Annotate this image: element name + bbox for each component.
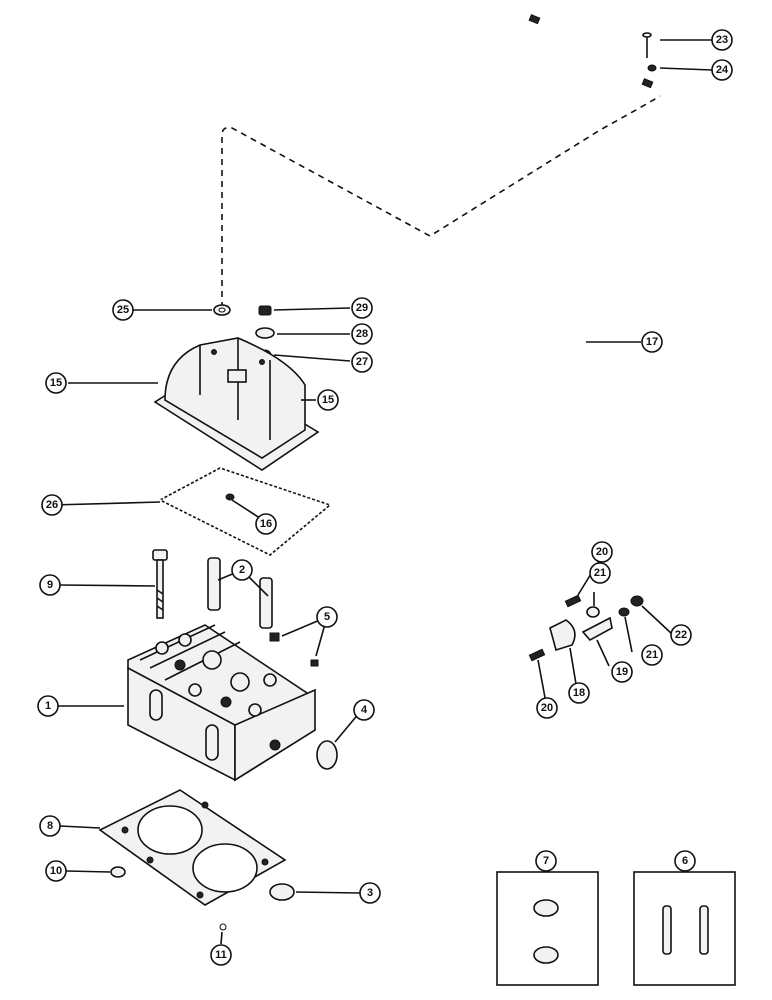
callout-8: 8 — [39, 815, 61, 837]
seal-ring-11 — [219, 923, 227, 931]
svg-text:27: 27 — [356, 356, 368, 368]
callout-21-upper: 21 — [589, 562, 611, 584]
breather-tube — [523, 14, 704, 566]
valve-cover — [153, 337, 320, 471]
svg-text:9: 9 — [47, 579, 53, 591]
screw-20a — [564, 594, 582, 608]
nut-29 — [258, 305, 272, 316]
callout-24: 24 — [711, 59, 733, 81]
sleeve-2b — [259, 577, 273, 629]
svg-text:17: 17 — [646, 336, 658, 348]
leader-lines — [51, 39, 713, 945]
svg-text:28: 28 — [356, 328, 368, 340]
svg-text:15: 15 — [50, 377, 62, 389]
breather-routing-dashed-line — [221, 95, 661, 308]
svg-text:26: 26 — [46, 499, 58, 511]
svg-text:22: 22 — [675, 629, 687, 641]
callout-17: 17 — [641, 331, 663, 353]
callout-15-right: 15 — [317, 389, 339, 411]
callout-6: 6 — [674, 850, 696, 872]
svg-text:21: 21 — [646, 649, 658, 661]
bracket-19 — [581, 616, 613, 642]
callout-10: 10 — [45, 860, 67, 882]
callout-9: 9 — [39, 574, 61, 596]
kit-6-box — [633, 871, 736, 986]
washer-21b — [618, 607, 630, 617]
svg-text:21: 21 — [594, 567, 606, 579]
plug-5a — [269, 632, 280, 642]
plug-4 — [316, 740, 338, 770]
callout-15-left: 15 — [45, 372, 67, 394]
cover-gasket — [157, 466, 333, 557]
callout-2: 2 — [231, 559, 253, 581]
callout-25: 25 — [112, 299, 134, 321]
callout-1: 1 — [37, 695, 59, 717]
seal-ring-3 — [269, 883, 295, 901]
svg-text:25: 25 — [117, 304, 129, 316]
callout-18: 18 — [568, 682, 590, 704]
callout-3: 3 — [359, 882, 381, 904]
svg-text:5: 5 — [324, 611, 330, 623]
callout-16: 16 — [255, 513, 277, 535]
svg-text:23: 23 — [716, 34, 728, 46]
callout-29: 29 — [351, 297, 373, 319]
head-gasket — [98, 789, 287, 906]
svg-text:8: 8 — [47, 820, 53, 832]
callout-20-upper: 20 — [591, 541, 613, 563]
svg-text:20: 20 — [596, 546, 608, 558]
callout-19: 19 — [611, 661, 633, 683]
callout-4: 4 — [353, 699, 375, 721]
svg-text:19: 19 — [616, 666, 628, 678]
svg-text:4: 4 — [361, 704, 368, 716]
screw-23 — [642, 32, 652, 58]
svg-text:20: 20 — [541, 702, 553, 714]
callout-21-lower: 21 — [641, 644, 663, 666]
svg-text:1: 1 — [45, 700, 51, 712]
callout-20-lower: 20 — [536, 697, 558, 719]
callout-27: 27 — [351, 351, 373, 373]
head-bolt — [152, 549, 168, 619]
svg-text:7: 7 — [543, 855, 549, 867]
callout-23: 23 — [711, 29, 733, 51]
callout-7: 7 — [535, 850, 557, 872]
washer-24 — [647, 64, 657, 72]
callout-28: 28 — [351, 323, 373, 345]
washer-21a — [586, 606, 600, 618]
clip-18 — [549, 619, 576, 652]
plug-5b — [310, 659, 319, 667]
callout-26: 26 — [41, 494, 63, 516]
svg-text:3: 3 — [367, 887, 373, 899]
svg-text:16: 16 — [260, 518, 272, 530]
svg-text:29: 29 — [356, 302, 368, 314]
kit-7-box — [496, 871, 599, 986]
screw-20b — [528, 648, 546, 662]
cylinder-head — [127, 624, 316, 782]
grommet-16 — [225, 493, 235, 501]
svg-text:2: 2 — [239, 564, 245, 576]
washer-28 — [255, 327, 275, 339]
svg-text:24: 24 — [716, 64, 729, 76]
svg-text:15: 15 — [322, 394, 334, 406]
svg-text:6: 6 — [682, 855, 688, 867]
sleeve-2a — [207, 557, 221, 611]
svg-text:11: 11 — [215, 949, 227, 961]
svg-text:18: 18 — [573, 687, 585, 699]
callout-11: 11 — [210, 944, 232, 966]
seal-ring-10 — [110, 866, 126, 878]
nut-22 — [630, 595, 644, 607]
svg-text:10: 10 — [50, 865, 62, 877]
callout-5: 5 — [316, 606, 338, 628]
callout-22: 22 — [670, 624, 692, 646]
